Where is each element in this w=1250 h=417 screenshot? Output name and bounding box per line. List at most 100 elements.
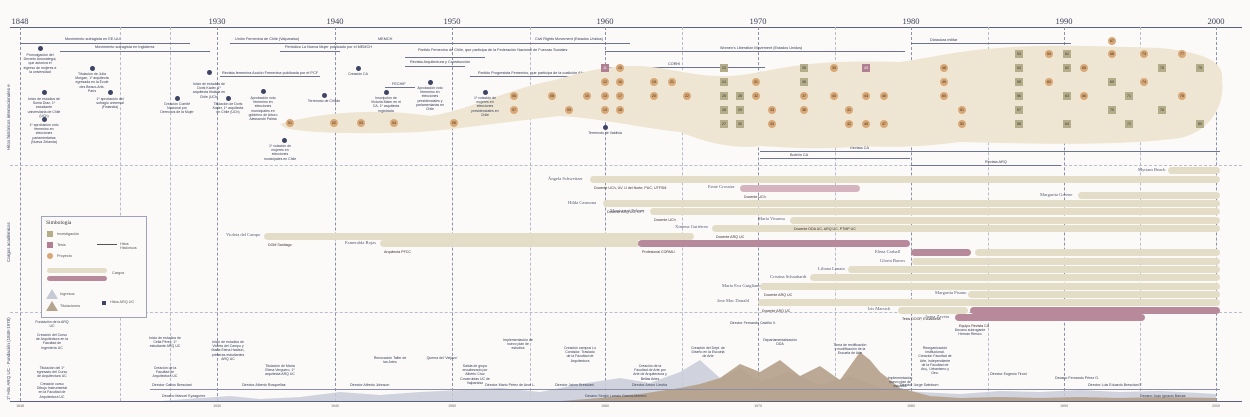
project-marker: 31 xyxy=(752,78,760,86)
event-note: Creación Comité Nacional pro Derechos de… xyxy=(160,102,194,115)
career-role: Arquitecta PFCC xyxy=(384,250,411,254)
career-bar: Arquitecta PFCC xyxy=(380,240,640,254)
foundation-note: Toma de rectificación y modificación de … xyxy=(833,343,867,356)
grid-line xyxy=(335,27,336,401)
timeline-bar xyxy=(605,67,765,68)
tick-label: 1848 xyxy=(16,404,24,408)
project-marker: 09 xyxy=(565,106,573,114)
legend-box: Simbología Investigación Tesis Proyecto … xyxy=(41,216,147,318)
legend-title: Simbología xyxy=(46,220,72,226)
career-bar: Profesional CORMU xyxy=(638,240,910,254)
person-name: María Vinuesa xyxy=(758,216,785,221)
project-marker: 39 xyxy=(830,64,838,72)
career-role: Docente UCh xyxy=(654,218,676,222)
project-marker: 49 xyxy=(940,78,948,86)
thesis-marker: 11 xyxy=(601,64,609,72)
project-marker: 44 xyxy=(862,92,870,100)
timeline-label: CORHI xyxy=(668,62,681,66)
career-bar xyxy=(975,249,1220,256)
career-role: Docente UCh, UV, U del Norte, PUC, UTFSM xyxy=(594,186,667,190)
director-label: Director Fernando Castillo V. xyxy=(730,321,776,325)
research-marker: 70 xyxy=(1108,106,1116,114)
timeline-bar xyxy=(760,158,910,159)
project-marker: 08 xyxy=(548,92,556,100)
event-dot xyxy=(483,90,488,95)
legend-historic-line xyxy=(97,244,117,245)
event-note: Titulación de Doris Kader, 1º arquitecta… xyxy=(212,102,244,115)
triangle-icon xyxy=(46,301,58,311)
timeline-label: Revista ARQ xyxy=(985,160,1007,164)
career-bar: Docente UCh, UV, U del Norte, PUC, UTFSM xyxy=(590,176,1220,190)
career-role: Docente ARQ UC, UFT xyxy=(607,210,645,214)
project-marker: 34 xyxy=(768,120,776,128)
project-marker: 74 xyxy=(1140,78,1148,86)
project-marker: 32 xyxy=(752,92,760,100)
foundation-note: Inicio de estudios de Celia Pérez, 1º es… xyxy=(149,336,181,349)
project-marker: 40 xyxy=(830,92,838,100)
timeline-label: Women's Liberation Movement (Estados Uni… xyxy=(720,46,803,50)
timeline-bar xyxy=(405,66,465,67)
event-note: Aprobación voto femenino en elecciones p… xyxy=(415,86,444,112)
timeline-bar xyxy=(220,76,320,77)
research-marker: 26 xyxy=(720,106,728,114)
timeline-bar xyxy=(605,51,905,52)
timeline-bar xyxy=(20,43,190,44)
research-marker: 61 xyxy=(1063,50,1071,58)
event-note: Promulgación del Decreto Amunátegui, que… xyxy=(23,53,57,74)
person-name: Gloria Barros xyxy=(880,258,906,263)
foundation-note: Reorganización institucional. Creación F… xyxy=(918,346,952,376)
project-marker: 05 xyxy=(450,119,458,127)
grid-line xyxy=(605,27,606,401)
research-marker: 71 xyxy=(1125,92,1133,100)
project-marker: 22 xyxy=(683,92,691,100)
event-note: Inicio de estudios de Doris Kader, 1º ar… xyxy=(192,82,226,99)
project-marker: 04 xyxy=(390,119,398,127)
timeline-label: MEMCH xyxy=(378,37,393,41)
career-bar: Docente UCh xyxy=(740,185,860,199)
event-dot xyxy=(175,96,180,101)
research-marker: 25 xyxy=(720,92,728,100)
grid-line xyxy=(20,27,21,401)
year-label: 1970 xyxy=(749,16,767,26)
grid-line xyxy=(530,27,531,401)
project-marker: 60 xyxy=(1045,78,1053,86)
timeline-label: Movimiento sufragista en EE.UU. xyxy=(65,37,121,41)
timeline-label: Movimiento sufragista en Inglaterra xyxy=(95,45,155,49)
project-marker: 06 xyxy=(510,92,518,100)
timeline-label: Dictadura militar xyxy=(930,38,958,42)
event-note: 1º aprobación del sufragio universal (Fi… xyxy=(96,97,124,110)
project-marker: 01 xyxy=(286,119,294,127)
project-marker: 18 xyxy=(616,106,624,114)
career-bar: DOM Santiago xyxy=(264,233,694,247)
tick-label: 1950 xyxy=(448,404,456,408)
project-marker: 03 xyxy=(357,119,365,127)
project-marker: 78 xyxy=(1178,92,1186,100)
cloud-shape xyxy=(280,45,1223,149)
project-marker: 33 xyxy=(768,106,776,114)
year-label: 1980 xyxy=(902,16,920,26)
event-dot xyxy=(428,80,433,85)
person-name: Liliana Lanata xyxy=(818,266,845,271)
director-label: Director Mario Pérez de Arce L. xyxy=(485,383,536,387)
research-marker: 24 xyxy=(720,78,728,86)
tick-label: 1960 xyxy=(601,404,609,408)
foundation-note: Creación campus Lo Contador. Traslado de… xyxy=(563,346,597,363)
event-note: Terremoto de Chillán xyxy=(307,99,341,103)
ingresos-area xyxy=(160,360,1216,401)
person-name: Ximena Gutiérrez xyxy=(675,224,709,229)
foundation-note: Renovación Taller de las Artes xyxy=(373,356,407,365)
timeline-bar xyxy=(405,57,485,58)
research-marker: 64 xyxy=(1063,120,1071,128)
top-axis-line xyxy=(10,27,1242,28)
foundation-note: Decano subrogante Hernán Riesco xyxy=(954,328,986,337)
year-label: 1950 xyxy=(443,16,461,26)
project-marker: 52 xyxy=(958,120,966,128)
research-marker: 75 xyxy=(1158,64,1166,72)
tick-label: 2000 xyxy=(1212,404,1220,408)
person-name: Jose Mac Donald xyxy=(717,298,749,303)
event-dot xyxy=(226,96,231,101)
project-marker: 16 xyxy=(616,78,624,86)
legend-label: Investigación xyxy=(57,232,80,236)
research-marker: 30 xyxy=(736,120,744,128)
person-name: Ernie Crosstra xyxy=(708,184,735,189)
